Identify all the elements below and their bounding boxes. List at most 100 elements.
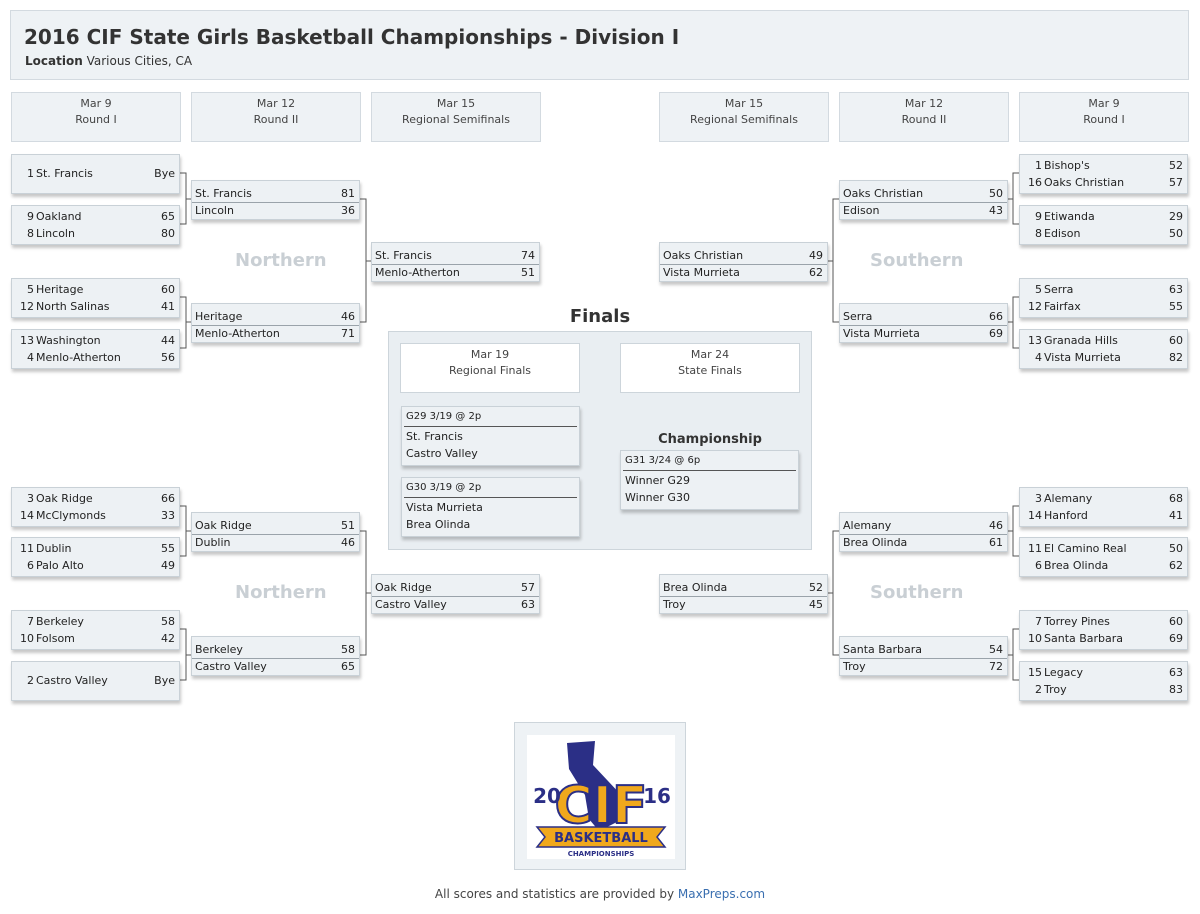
team-name[interactable]: Oaks Christian	[843, 187, 924, 200]
team-name[interactable]: Troy	[663, 598, 686, 611]
team-name[interactable]: Torrey Pines	[1044, 615, 1110, 628]
team-name[interactable]: Oakland	[36, 210, 82, 223]
team-name[interactable]: Berkeley	[36, 615, 84, 628]
game-box-g31[interactable]: G31 3/24 @ 6p Winner G29 Winner G30	[620, 450, 799, 510]
team-name[interactable]: North Salinas	[36, 300, 110, 313]
team-name[interactable]: Heritage	[195, 310, 243, 323]
team-name[interactable]: Brea Olinda	[406, 518, 471, 531]
team-name[interactable]: Bishop's	[1044, 159, 1090, 172]
team-name[interactable]: Oaks Christian	[1044, 176, 1125, 189]
team-name[interactable]: Legacy	[1044, 666, 1083, 679]
team-name[interactable]: Brea Olinda	[843, 536, 908, 549]
team-name[interactable]: McClymonds	[36, 509, 106, 522]
team-name[interactable]: Castro Valley	[36, 674, 108, 687]
team-name[interactable]: Vista Murrieta	[406, 501, 483, 514]
team-name[interactable]: Dublin	[195, 536, 231, 549]
team-name[interactable]: Lincoln	[36, 227, 75, 240]
team-name[interactable]: Troy	[843, 660, 866, 673]
team-name[interactable]: Menlo-Atherton	[195, 327, 280, 340]
team-name[interactable]: St. Francis	[406, 430, 463, 443]
team-name[interactable]: Lincoln	[195, 204, 234, 217]
maxpreps-link[interactable]: MaxPreps.com	[677, 887, 766, 901]
team-name[interactable]: Santa Barbara	[1044, 632, 1124, 645]
team-name[interactable]: Etiwanda	[1044, 210, 1095, 223]
team-name[interactable]: Dublin	[36, 542, 72, 555]
team-name[interactable]: Edison	[843, 204, 880, 217]
team-name[interactable]: El Camino Real	[1044, 542, 1127, 555]
team-name[interactable]: Palo Alto	[36, 559, 84, 572]
game-box-g30[interactable]: G30 3/19 @ 2p Vista Murrieta Brea Olinda	[401, 477, 580, 537]
team-name[interactable]: Vista Murrieta	[1044, 351, 1121, 364]
team-name[interactable]: Oak Ridge	[375, 581, 432, 594]
team-name[interactable]: Castro Valley	[195, 660, 267, 673]
game-box-g29[interactable]: G29 3/19 @ 2p St. Francis Castro Valley	[401, 406, 580, 466]
team-name[interactable]: Castro Valley	[375, 598, 447, 611]
team-name[interactable]: Santa Barbara	[843, 643, 923, 656]
team-name[interactable]: St. Francis	[375, 249, 432, 262]
team-name[interactable]: Heritage	[36, 283, 84, 296]
team-name[interactable]: Fairfax	[1044, 300, 1081, 313]
team-name[interactable]: Oak Ridge	[195, 519, 252, 532]
team-name[interactable]: Troy	[1044, 683, 1067, 696]
team-name[interactable]: Menlo-Atherton	[375, 266, 460, 279]
team-name[interactable]: Brea Olinda	[663, 581, 728, 594]
